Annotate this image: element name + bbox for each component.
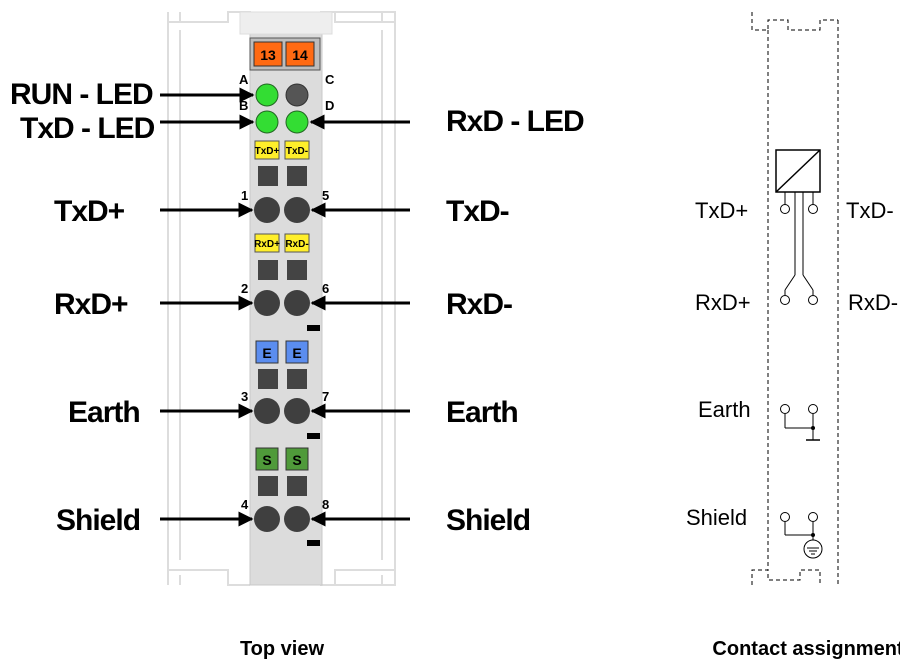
run-led [255,83,279,107]
tag-rxd-plus-label: RxD+ [254,239,280,250]
label-txd-minus: TxD- [446,195,509,228]
led-c [285,83,309,107]
contact-number-5: 5 [322,188,329,203]
schematic-contact-earth-left [780,404,790,414]
contact-marker-4 [307,540,320,546]
contact-number-3: 3 [241,389,248,404]
schematic-contact-rxd-plus [780,295,790,305]
caption-top-view: Top view [240,638,325,660]
label-shield-left: Shield [56,504,140,537]
release-slot-4 [258,476,278,496]
contact-number-7: 7 [322,389,329,404]
schematic-contact-txd-plus [780,204,790,214]
contact-marker-3 [307,433,320,439]
tag-txd-plus [254,140,280,160]
txd-led [255,110,279,134]
tag-shield-right [285,447,309,471]
label-txd-plus: TxD+ [54,195,125,228]
tag-txd-minus [284,140,310,160]
label-rxd-led: RxD - LED [446,105,584,138]
number-tag-14-label: 14 [292,47,308,63]
number-tag-13-label: 13 [260,47,276,63]
schematic-contact-shield-left [780,512,790,522]
release-slot-6 [287,260,307,280]
tag-earth-right-label: E [292,345,301,361]
label-shield-right: Shield [446,504,530,537]
schematic-contact-shield-right [808,512,818,522]
contact-label-shield: Shield [686,505,747,530]
caption-contact-assignment: Contact assignment [712,638,900,660]
tag-earth-left-label: E [262,345,271,361]
release-slot-5 [287,166,307,186]
tag-txd-minus-label: TxD- [286,146,308,157]
contact-schematic [751,12,839,585]
release-slot-7 [287,369,307,389]
contact-label-rxd-minus: RxD- [848,290,898,315]
schematic-contact-txd-minus [808,204,818,214]
number-tag-14 [285,41,315,67]
label-rxd-plus: RxD+ [54,288,128,321]
contact-label-txd-plus: TxD+ [695,198,748,223]
tag-shield-left [255,447,279,471]
contact-number-1: 1 [241,188,248,203]
contact-number-2: 2 [241,281,248,296]
schematic-contact-earth-right [808,404,818,414]
label-txd-led: TxD - LED [20,112,155,145]
contact-number-6: 6 [322,281,329,296]
release-slot-2 [258,260,278,280]
contact-number-4: 4 [241,497,249,512]
release-slot-8 [287,476,307,496]
contact-number-8: 8 [322,497,329,512]
tag-rxd-minus [284,233,310,253]
contact-1 [254,197,280,223]
contact-label-rxd-plus: RxD+ [695,290,751,315]
tag-earth-right [285,340,309,364]
rxd-led [285,110,309,134]
contact-8 [284,506,310,532]
led-letter-a: A [239,72,249,87]
led-letter-c: C [325,72,335,87]
release-slot-1 [258,166,278,186]
contact-3 [254,398,280,424]
contact-7 [284,398,310,424]
label-earth-right: Earth [446,396,518,429]
tag-earth-left [255,340,279,364]
tag-shield-left-label: S [262,452,271,468]
tag-txd-plus-label: TxD+ [255,146,280,157]
label-run-led: RUN - LED [10,78,153,111]
led-letter-d: D [325,98,334,113]
tag-rxd-minus-label: RxD- [285,239,308,250]
terminal-top-cap [239,11,333,35]
earth-junction-dot [811,426,815,430]
tag-shield-right-label: S [292,452,301,468]
schematic-contact-rxd-minus [808,295,818,305]
contact-marker-2 [307,325,320,331]
transceiver-symbol [775,149,821,193]
number-tag-13 [253,41,283,67]
label-rxd-minus: RxD- [446,288,512,321]
contact-label-txd-minus: TxD- [846,198,894,223]
contact-2 [254,290,280,316]
contact-5 [284,197,310,223]
release-slot-3 [258,369,278,389]
tag-rxd-plus [254,233,280,253]
contact-label-earth: Earth [698,397,751,422]
terminal-housing-outline [167,11,396,586]
shield-junction-dot [811,533,815,537]
label-earth-left: Earth [68,396,140,429]
led-letter-b: B [239,98,248,113]
contact-6 [284,290,310,316]
contact-4 [254,506,280,532]
